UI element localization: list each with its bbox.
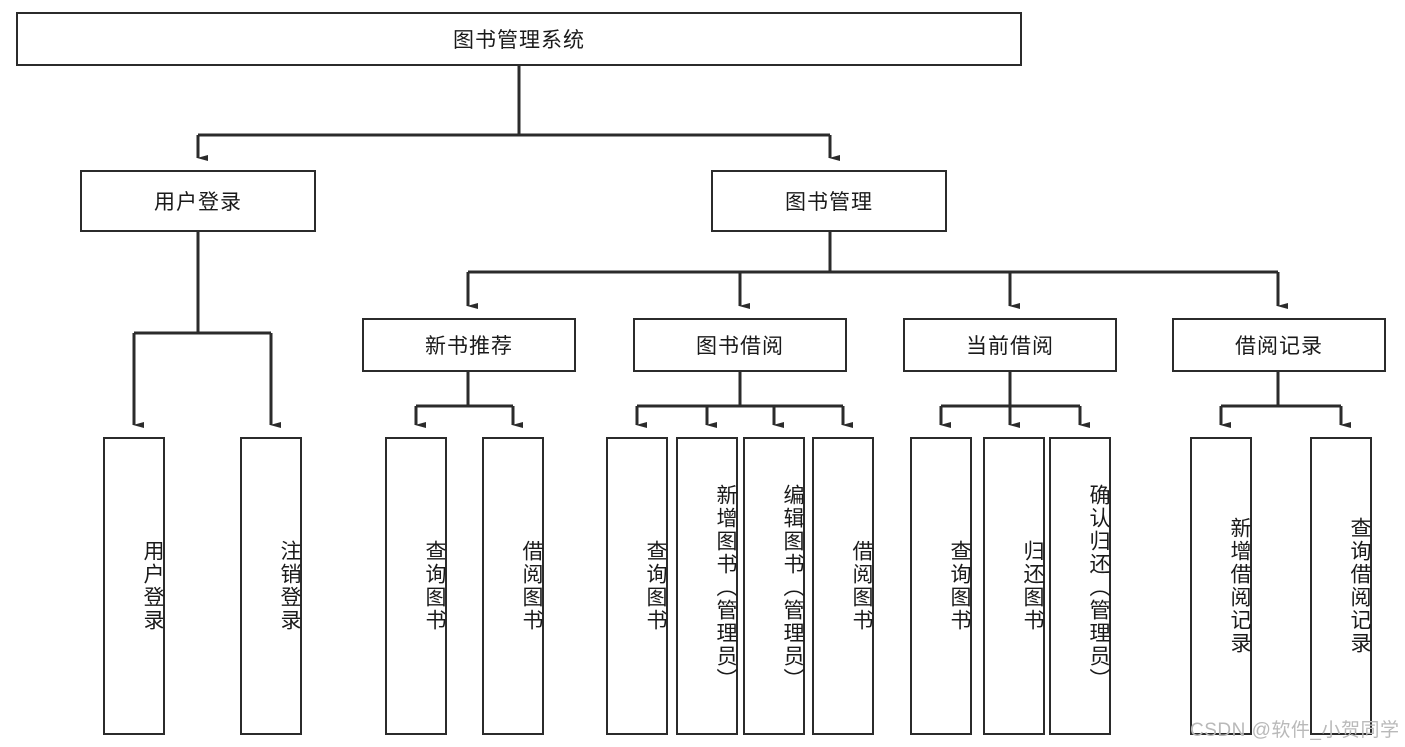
node-book-borrow[interactable]: 图书借阅	[633, 318, 847, 372]
node-current-borrow[interactable]: 当前借阅	[903, 318, 1117, 372]
leaf-confirm-return-admin[interactable]: 确认归还（管理员）	[1049, 437, 1111, 735]
wire-group-book-borrow	[635, 372, 853, 428]
wire-group-user-login	[132, 232, 281, 428]
leaf-add-book-admin[interactable]: 新增图书（管理员）	[676, 437, 738, 735]
node-label: 归还图书	[1021, 540, 1044, 632]
node-label: 借阅图书	[850, 540, 873, 632]
node-label: 查询图书	[948, 540, 971, 632]
wire-group-book-manage	[466, 232, 1288, 309]
leaf-query-borrow-record[interactable]: 查询借阅记录	[1310, 437, 1372, 735]
wire-group-current-borrow	[939, 372, 1090, 428]
wire-group-new-book-rec	[414, 372, 523, 428]
leaf-return-book[interactable]: 归还图书	[983, 437, 1045, 735]
node-label: 查询图书	[423, 540, 446, 632]
node-label: 编辑图书（管理员）	[781, 483, 804, 691]
node-borrow-record[interactable]: 借阅记录	[1172, 318, 1386, 372]
node-label: 新增图书（管理员）	[714, 483, 737, 691]
node-label: 图书管理系统	[453, 29, 585, 52]
node-root-system[interactable]: 图书管理系统	[16, 12, 1022, 66]
node-label: 当前借阅	[966, 335, 1054, 358]
node-label: 借阅记录	[1235, 335, 1323, 358]
node-label: 借阅图书	[520, 540, 543, 632]
watermark-text: CSDN @软件_小贺同学	[1190, 720, 1400, 741]
leaf-borrow-book[interactable]: 借阅图书	[812, 437, 874, 735]
leaf-borrow-book-rec[interactable]: 借阅图书	[482, 437, 544, 735]
node-label: 图书管理	[785, 191, 873, 214]
node-label: 确认归还（管理员）	[1087, 483, 1110, 691]
leaf-query-book-rec[interactable]: 查询图书	[385, 437, 447, 735]
leaf-add-borrow-record[interactable]: 新增借阅记录	[1190, 437, 1252, 735]
leaf-logout[interactable]: 注销登录	[240, 437, 302, 735]
node-label: 查询图书	[644, 540, 667, 632]
node-label: 查询借阅记录	[1348, 517, 1371, 655]
node-user-login[interactable]: 用户登录	[80, 170, 316, 232]
node-new-book-recommend[interactable]: 新书推荐	[362, 318, 576, 372]
leaf-edit-book-admin[interactable]: 编辑图书（管理员）	[743, 437, 805, 735]
leaf-query-book-borrow[interactable]: 查询图书	[606, 437, 668, 735]
node-book-management[interactable]: 图书管理	[711, 170, 947, 232]
leaf-user-login[interactable]: 用户登录	[103, 437, 165, 735]
node-label: 用户登录	[141, 540, 164, 632]
wire-group-borrow-record	[1219, 372, 1351, 428]
node-label: 新书推荐	[425, 335, 513, 358]
node-label: 注销登录	[278, 540, 301, 632]
node-label: 用户登录	[154, 191, 242, 214]
leaf-query-book-current[interactable]: 查询图书	[910, 437, 972, 735]
node-label: 新增借阅记录	[1228, 517, 1251, 655]
wire-group-root	[196, 66, 840, 161]
node-label: 图书借阅	[696, 335, 784, 358]
